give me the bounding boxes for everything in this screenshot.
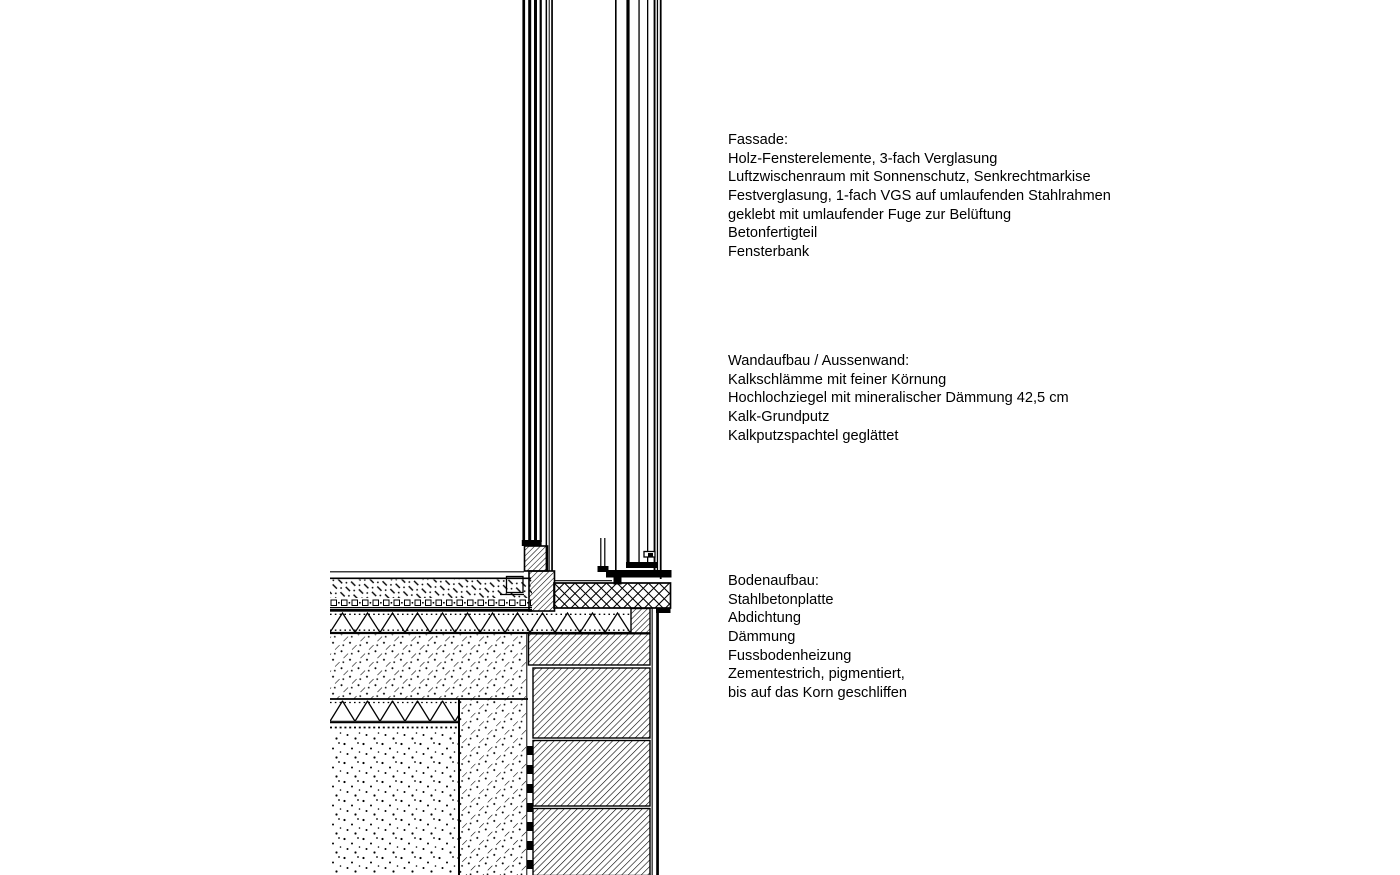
- blind-rail: [600, 538, 602, 567]
- annotation-line: Holz-Fensterelemente, 3-fach Verglasung: [728, 150, 998, 167]
- window-sill-precast-band: [553, 580, 672, 613]
- annotation-line: Zementestrich, pigmentiert,: [728, 666, 905, 683]
- annotation-line: Kalk-Grundputz: [728, 408, 830, 425]
- exterior-face-line: [651, 608, 653, 875]
- annotation-line: bis auf das Korn geschliffen: [728, 684, 908, 701]
- screed-layer: [330, 579, 532, 598]
- concrete-edge-beam: [458, 634, 526, 875]
- insulation-layer: [330, 612, 631, 633]
- inner-window-unit: [500, 0, 556, 612]
- concrete-slab: [330, 634, 458, 699]
- precast-upstand: [630, 607, 651, 634]
- annotation-line: Luftzwischenraum mit Sonnenschutz, Senkr…: [728, 169, 1091, 186]
- annotation-line: Fensterbank: [728, 243, 810, 260]
- joint-anchors: [526, 746, 534, 869]
- annotation-heading: Fassade:: [728, 132, 789, 148]
- exterior-face-line: [656, 608, 659, 875]
- annotation-line: geklebt mit umlaufender Fuge zur Belüftu…: [728, 206, 1012, 223]
- steel-frame-bar: [626, 562, 657, 568]
- annotation-line: Fussbodenheizung: [728, 647, 852, 664]
- annotation-line: Hochlochziegel mit mineralischer Dämmung…: [728, 390, 1069, 407]
- sill-drip-edge: [656, 608, 671, 613]
- annotation-line: Dämmung: [728, 628, 796, 645]
- blind-foot: [597, 566, 609, 572]
- annotation-block-wandaufbau: Wandaufbau / Aussenwand: Kalkschlämme mi…: [728, 352, 1158, 445]
- steel-frame-base: [606, 570, 672, 578]
- precast-concrete-element: [526, 607, 659, 875]
- annotation-line: Stahlbetonplatte: [728, 591, 834, 608]
- precast-segment: [532, 739, 651, 807]
- frame-cap: [521, 540, 542, 546]
- precast-segment: [532, 667, 651, 739]
- annotation-line: Abdichtung: [728, 610, 802, 627]
- frame-anchor: [613, 577, 622, 585]
- wood-frame-block-upper: [523, 545, 549, 572]
- precast-segment: [527, 633, 651, 666]
- blind-rail: [604, 538, 606, 567]
- outer-fixed-glazing-unit: [597, 0, 672, 585]
- precast-segment: [532, 807, 651, 875]
- annotation-block-bodenaufbau: Bodenaufbau: Stahlbetonplatte Abdichtung…: [728, 572, 1158, 703]
- annotation-line: Festverglasung, 1-fach VGS auf umlaufend…: [728, 187, 1111, 204]
- lean-concrete-fill: [330, 731, 458, 875]
- floor-heating-layer: [330, 598, 532, 608]
- floor-assembly: [330, 571, 650, 875]
- annotation-line: Betonfertigteil: [728, 225, 818, 242]
- wood-frame-block-lower: [528, 570, 556, 612]
- annotation-line: Kalkputzspachtel geglättet: [728, 427, 899, 444]
- underslab-insulation: [330, 700, 458, 723]
- annotation-heading: Wandaufbau / Aussenwand:: [728, 353, 910, 369]
- annotation-block-fassade: Fassade: Holz-Fensterelemente, 3-fach Ve…: [728, 131, 1158, 262]
- waterproofing-layer: [330, 609, 532, 612]
- annotation-heading: Bodenaufbau:: [728, 573, 819, 589]
- annotation-line: Kalkschlämme mit feiner Körnung: [728, 371, 947, 388]
